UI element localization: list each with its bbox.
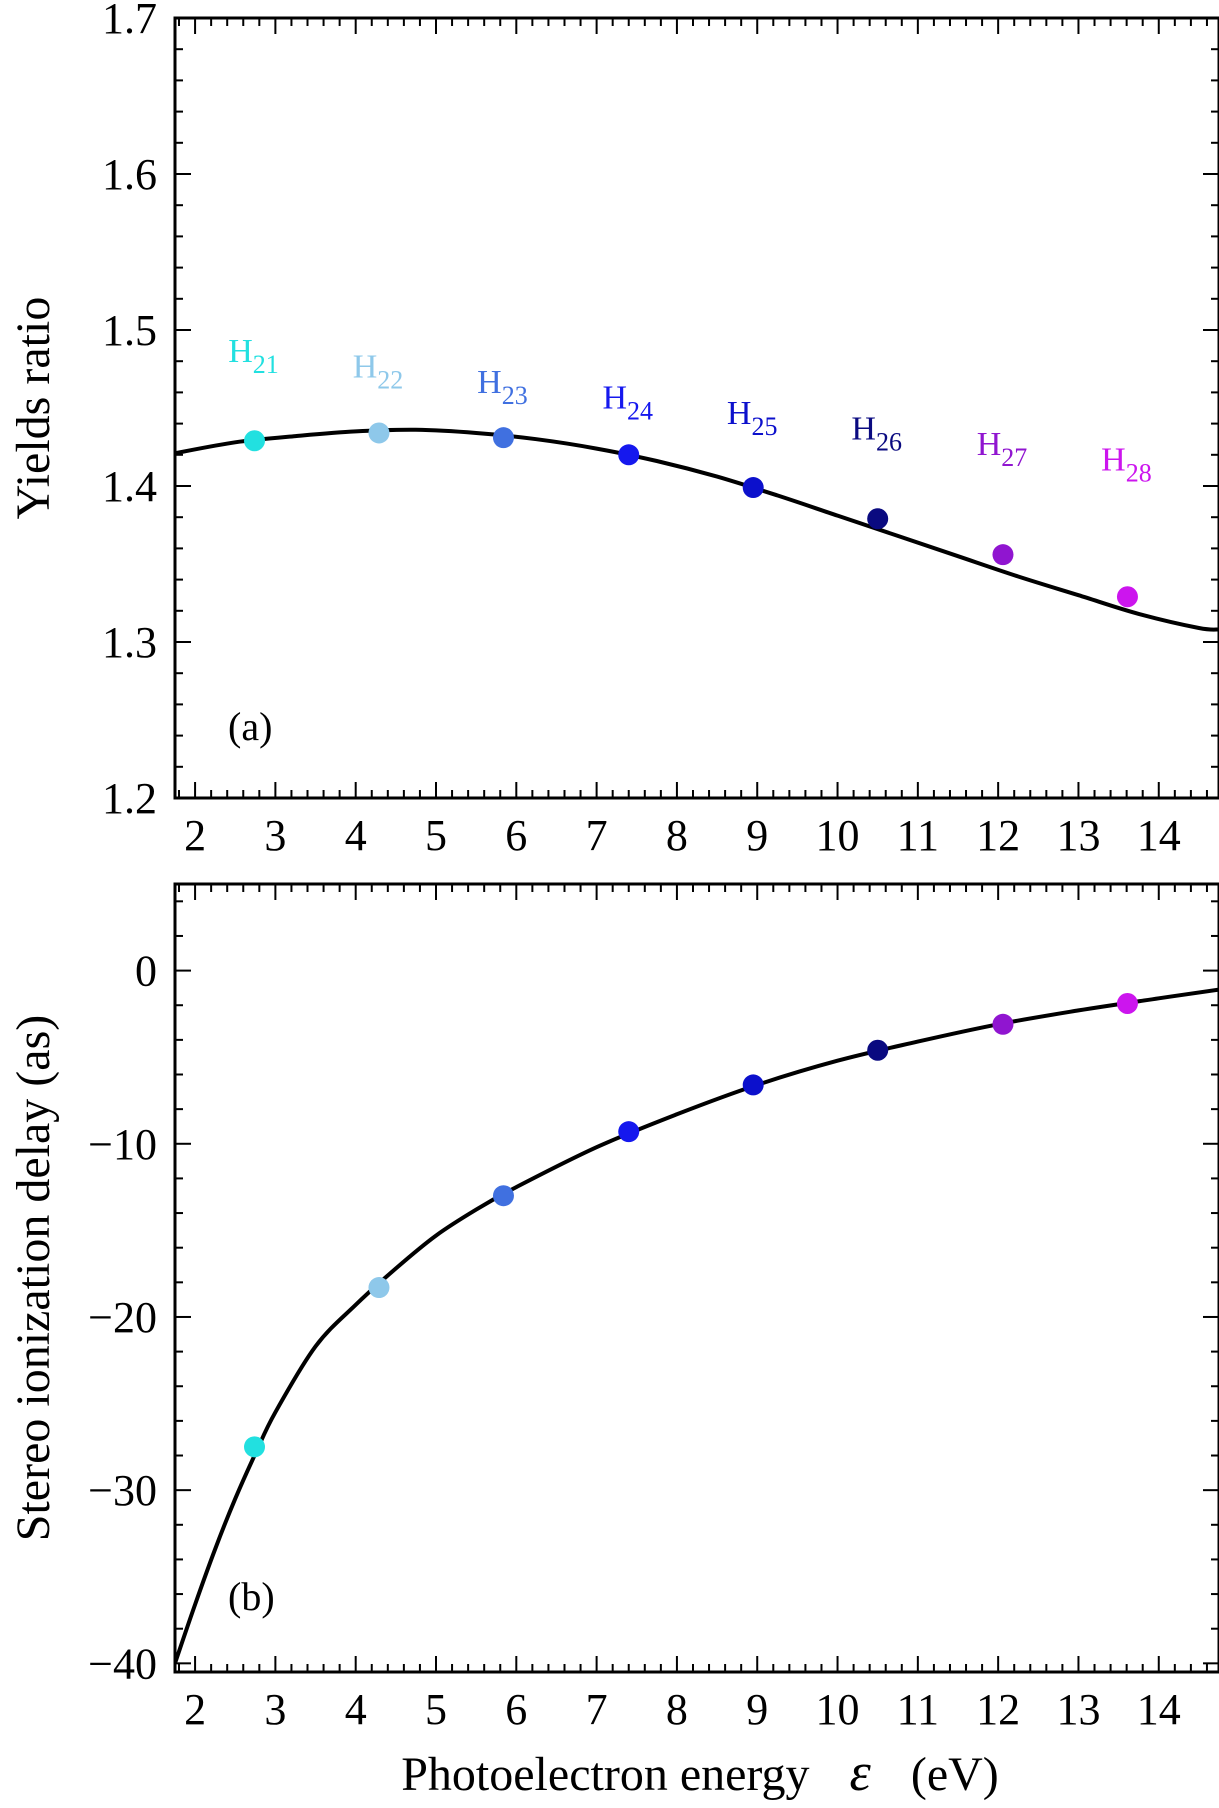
y-axis-title: Yields ratio [7, 297, 60, 520]
x-axis-title-text: Photoelectron energy [401, 1748, 809, 1801]
y-tick-label: 1.3 [102, 618, 157, 667]
fit-curve [175, 427, 1219, 632]
data-point [244, 430, 266, 452]
y-tick-label: 1.4 [102, 462, 157, 511]
y-tick-label: 0 [135, 947, 157, 996]
fit-curve [175, 987, 1219, 1664]
x-tick-label: 3 [264, 811, 286, 860]
y-tick-label: 1.7 [102, 0, 157, 43]
x-tick-label: 4 [345, 811, 367, 860]
panel-a: 2 3 4 5 6 7 8 9 10 11 12 13 14 1.2 1.3 1.4 1.5 1.6 1.7Yiel… [7, 0, 1219, 860]
x-tick-label: 14 [1137, 811, 1181, 860]
x-tick-label: 2 [184, 1685, 206, 1734]
data-point [742, 477, 764, 499]
data-point [244, 1436, 266, 1458]
panel-label: (a) [228, 704, 272, 749]
x-tick-label: 7 [586, 811, 608, 860]
x-tick-label: 10 [816, 1685, 860, 1734]
panel-label: (b) [228, 1574, 275, 1619]
data-point [618, 444, 640, 466]
x-axis-unit: (eV) [911, 1748, 999, 1801]
x-tick-label: 8 [666, 1685, 688, 1734]
x-axis-title: Photoelectron energy ε (eV) [401, 1742, 999, 1802]
harmonic-label: H27 [977, 426, 1028, 472]
data-point [492, 427, 514, 449]
x-tick-label: 11 [897, 811, 939, 860]
y-axis-title: Stereo ionization delay (as) [7, 1015, 60, 1541]
x-tick-label: 2 [184, 811, 206, 860]
y-tick-label: −20 [88, 1293, 157, 1342]
data-point [867, 1039, 889, 1061]
data-point [618, 1121, 640, 1143]
data-point [992, 1013, 1014, 1035]
x-tick-label: 12 [976, 1685, 1020, 1734]
harmonic-label: H24 [602, 380, 653, 426]
plot-frame [173, 882, 1219, 1674]
y-tick-label: 1.5 [102, 306, 157, 355]
data-point [1116, 992, 1138, 1014]
data-point [742, 1074, 764, 1096]
harmonic-label: H21 [228, 333, 279, 379]
x-tick-label: 9 [746, 811, 768, 860]
data-point [368, 1277, 390, 1299]
y-tick-label: 1.6 [102, 150, 157, 199]
harmonic-label: H28 [1101, 442, 1152, 488]
x-tick-label: 5 [425, 811, 447, 860]
x-tick-label: 7 [586, 1685, 608, 1734]
x-tick-label: 8 [666, 811, 688, 860]
harmonic-label: H25 [727, 395, 778, 441]
x-tick-label: 11 [897, 1685, 939, 1734]
data-point [368, 422, 390, 444]
x-tick-label: 4 [345, 1685, 367, 1734]
y-tick-label: −40 [88, 1639, 157, 1688]
y-tick-label: −30 [88, 1466, 157, 1515]
x-tick-label: 13 [1056, 811, 1100, 860]
x-tick-label: 14 [1137, 1685, 1181, 1734]
x-tick-label: 5 [425, 1685, 447, 1734]
data-point [867, 508, 889, 530]
y-tick-label: −10 [88, 1120, 157, 1169]
x-tick-label: 9 [746, 1685, 768, 1734]
plot-frame [173, 16, 1219, 800]
x-tick-label: 6 [505, 811, 527, 860]
data-point [1116, 586, 1138, 608]
harmonic-label: H26 [851, 411, 902, 457]
x-tick-label: 12 [976, 811, 1020, 860]
x-tick-label: 6 [505, 1685, 527, 1734]
data-point [492, 1185, 514, 1207]
x-tick-label: 13 [1056, 1685, 1100, 1734]
x-axis-symbol: ε [850, 1742, 872, 1802]
x-tick-label: 10 [816, 811, 860, 860]
y-tick-label: 1.2 [102, 774, 157, 823]
x-tick-label: 3 [264, 1685, 286, 1734]
data-point [992, 544, 1014, 566]
harmonic-label: H23 [477, 364, 528, 410]
harmonic-label: H22 [353, 349, 404, 395]
